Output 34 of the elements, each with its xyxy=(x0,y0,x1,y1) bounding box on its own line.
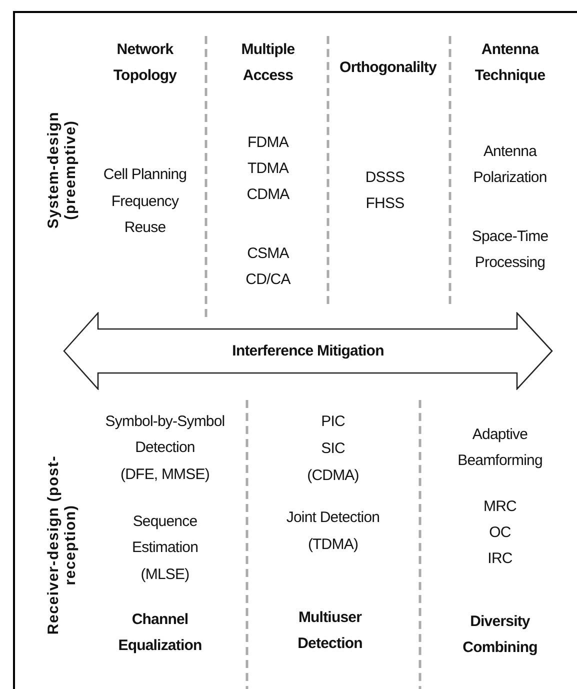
list-item: OC xyxy=(488,523,512,543)
list-item: PIC xyxy=(320,412,346,432)
column-heading: Multiple Access xyxy=(240,40,296,86)
list-item: Joint Detection xyxy=(285,508,381,528)
list-item: FHSS xyxy=(364,194,406,214)
column-heading: Diversity Combining xyxy=(462,612,538,658)
column-heading: Orthogonalilty xyxy=(338,58,438,78)
list-item: TDMA xyxy=(246,159,290,179)
list-item: CDMA xyxy=(246,185,290,205)
list-item: DSSS xyxy=(364,168,406,188)
list-item: Frequency Reuse xyxy=(110,192,180,238)
list-item: (CDMA) xyxy=(306,466,360,486)
column-heading: Network Topology xyxy=(112,40,178,86)
list-item: (TDMA) xyxy=(306,535,360,555)
list-item: CSMA xyxy=(246,244,290,264)
list-item: Space-Time Processing xyxy=(470,227,550,273)
list-item: Symbol-by-Symbol Detection xyxy=(104,412,226,458)
column-heading: Channel Equalization xyxy=(117,610,203,656)
side-heading: Receiver-design (post-reception) xyxy=(45,454,79,637)
list-item: Antenna Polarization xyxy=(472,142,548,188)
column-heading: Antenna Technique xyxy=(474,40,546,86)
side-heading: System-design (preemptive) xyxy=(45,110,79,231)
list-item: MRC xyxy=(482,497,518,517)
list-item: SIC xyxy=(320,439,346,459)
list-item: Cell Planning xyxy=(102,165,188,185)
list-item: (MLSE) xyxy=(140,565,190,585)
column-heading: Multiuser Detection xyxy=(296,608,364,654)
list-item: Sequence Estimation xyxy=(130,512,200,558)
list-item: IRC xyxy=(486,549,514,569)
list-item: FDMA xyxy=(246,133,290,153)
list-item: Adaptive Beamforming xyxy=(456,425,544,471)
list-item: (DFE, MMSE) xyxy=(120,465,210,485)
arrow-label: Interference Mitigation xyxy=(232,342,384,360)
list-item: CD/CA xyxy=(244,270,292,290)
